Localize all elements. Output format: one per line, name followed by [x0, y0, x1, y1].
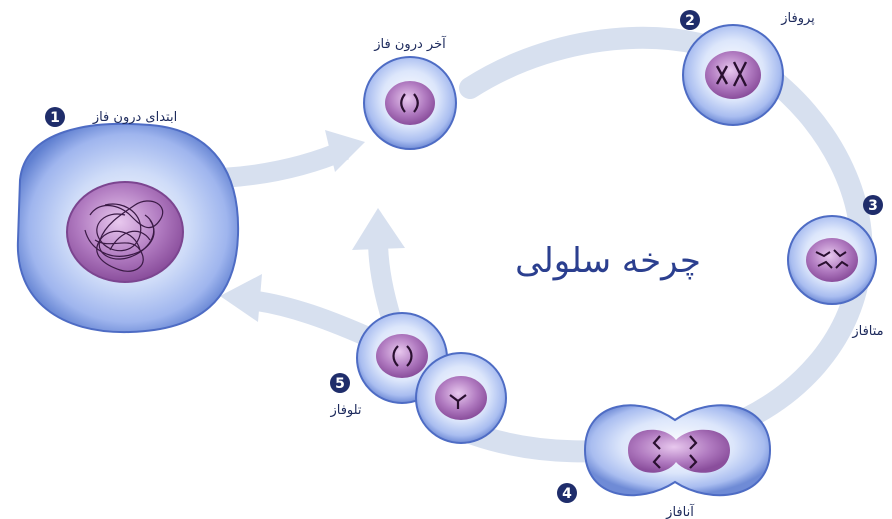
arrow-to-late-interphase [222, 150, 345, 178]
diagram-title: چرخه سلولی [515, 241, 701, 281]
arrow-telophase-left [250, 300, 375, 340]
cell-interphase-start [18, 124, 238, 332]
cell-metaphase [788, 216, 876, 304]
label-stage-1: ابتدای درون فاز [92, 110, 177, 125]
badge-5-number: 5 [335, 376, 345, 392]
label-stage-4: آنافاز [665, 503, 695, 519]
nucleus [67, 182, 183, 282]
label-stage-5: تلوفاز [329, 403, 361, 418]
cell-telophase-b [416, 353, 506, 443]
badge-2-number: 2 [685, 13, 695, 29]
cell-prophase [683, 25, 783, 125]
badge-3-number: 3 [868, 198, 878, 214]
cell-anaphase [585, 405, 770, 495]
label-late-interphase: آخر درون فاز [373, 35, 447, 52]
label-stage-3: متافاز [851, 324, 883, 339]
badge-4-number: 4 [562, 486, 572, 502]
arrow-head-2 [352, 208, 405, 250]
badge-1-number: 1 [50, 110, 60, 126]
label-stage-2: پروفاز [780, 11, 815, 26]
cell-interphase-late [364, 57, 456, 149]
